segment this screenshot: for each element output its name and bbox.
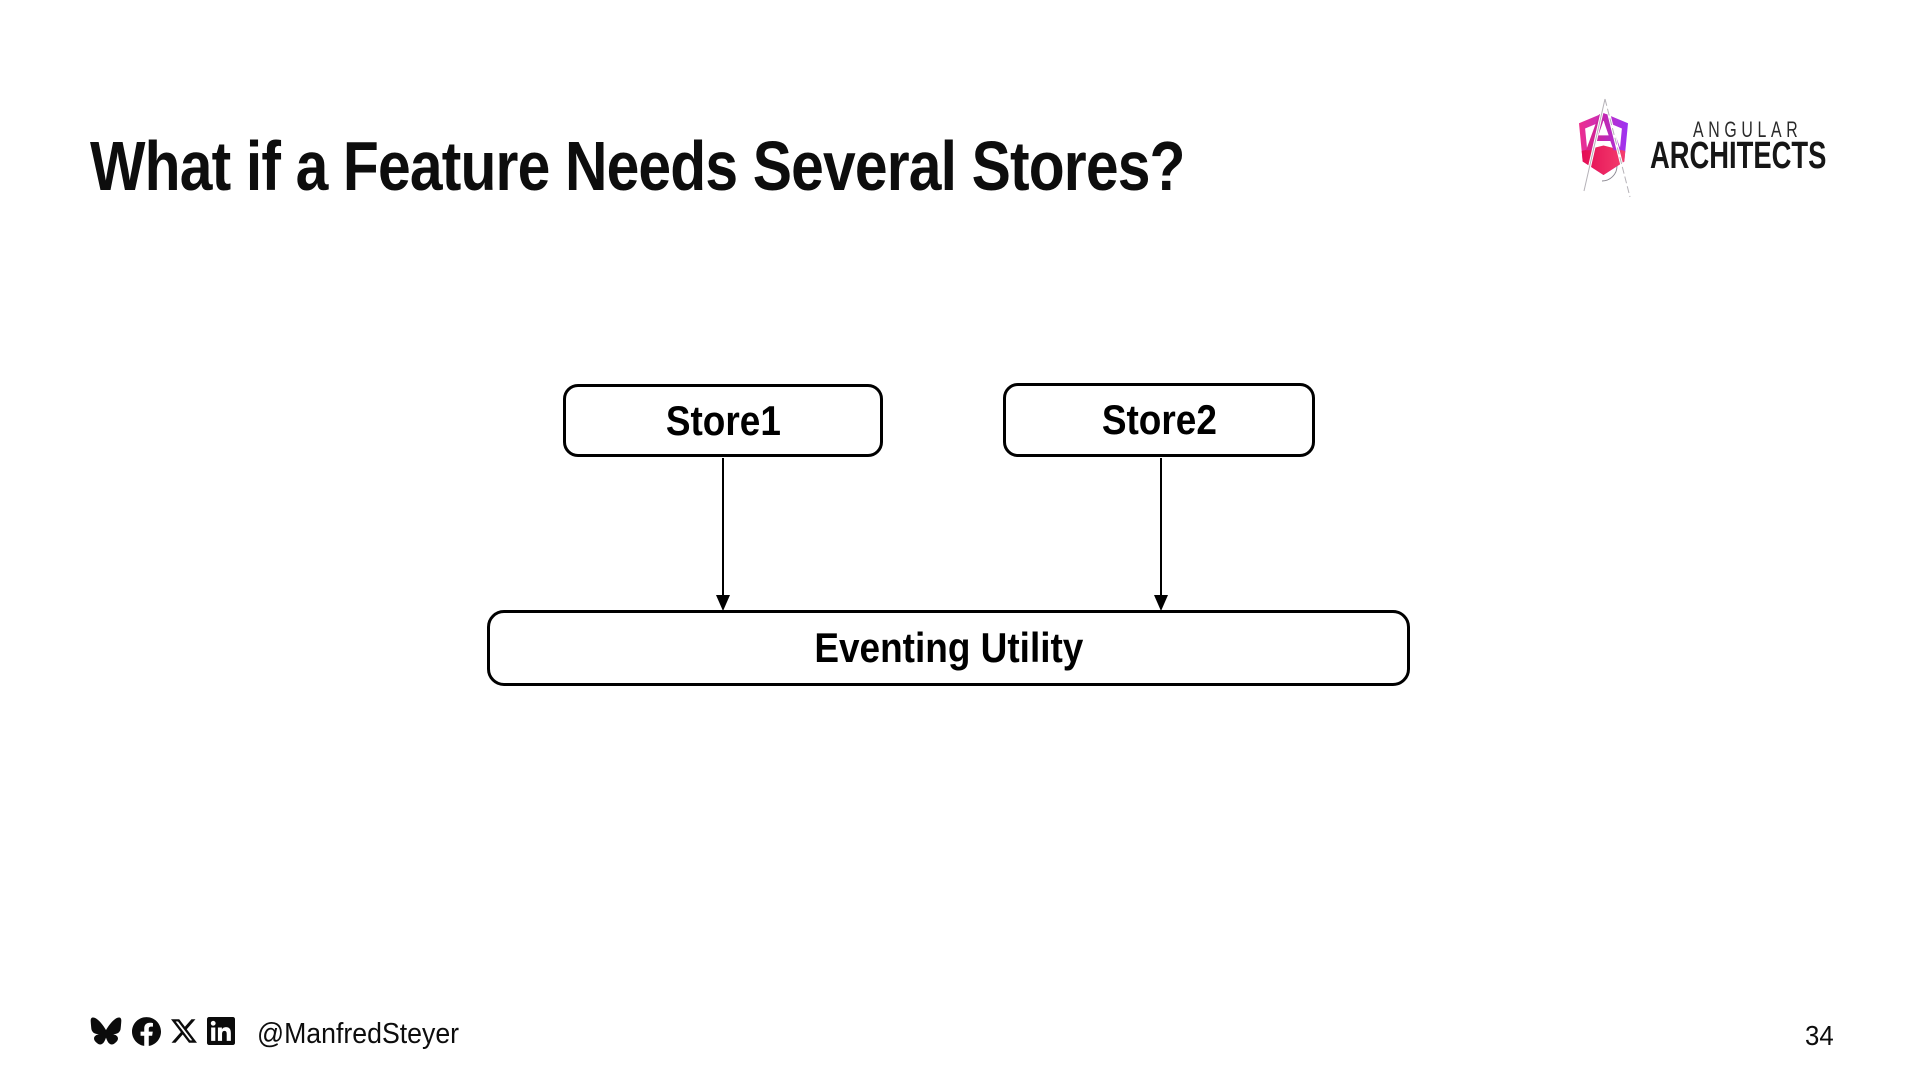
logo-text-angular: ANGULAR bbox=[1693, 117, 1803, 142]
slide-page-number: 34 bbox=[1805, 1020, 1834, 1051]
svg-text:A: A bbox=[1585, 104, 1623, 162]
logo-text-architects: ARCHITECTS bbox=[1650, 135, 1827, 177]
x-icon bbox=[171, 1019, 197, 1043]
diagram-node-store2: Store2 bbox=[1003, 383, 1315, 457]
store1-label: Store1 bbox=[665, 396, 781, 444]
angular-architects-logo: A ANGULAR ARCHITECTS bbox=[1572, 93, 1872, 213]
author-handle: @ManfredSteyer bbox=[257, 1018, 460, 1050]
linkedin-icon bbox=[207, 1017, 235, 1045]
diagram-node-eventing-utility: Eventing Utility bbox=[487, 610, 1410, 686]
facebook-icon bbox=[132, 1016, 161, 1046]
angular-shield-icon: A bbox=[1579, 98, 1632, 198]
arrow-store1-to-eventing bbox=[716, 458, 730, 611]
store2-label: Store2 bbox=[1101, 396, 1217, 443]
bluesky-icon bbox=[90, 1017, 122, 1045]
social-icons-row bbox=[90, 1016, 235, 1046]
eventing-utility-label: Eventing Utility bbox=[813, 624, 1084, 671]
arrow-store2-to-eventing bbox=[1154, 458, 1168, 611]
diagram-node-store1: Store1 bbox=[563, 384, 883, 457]
slide-title: What if a Feature Needs Several Stores? bbox=[90, 127, 1185, 205]
